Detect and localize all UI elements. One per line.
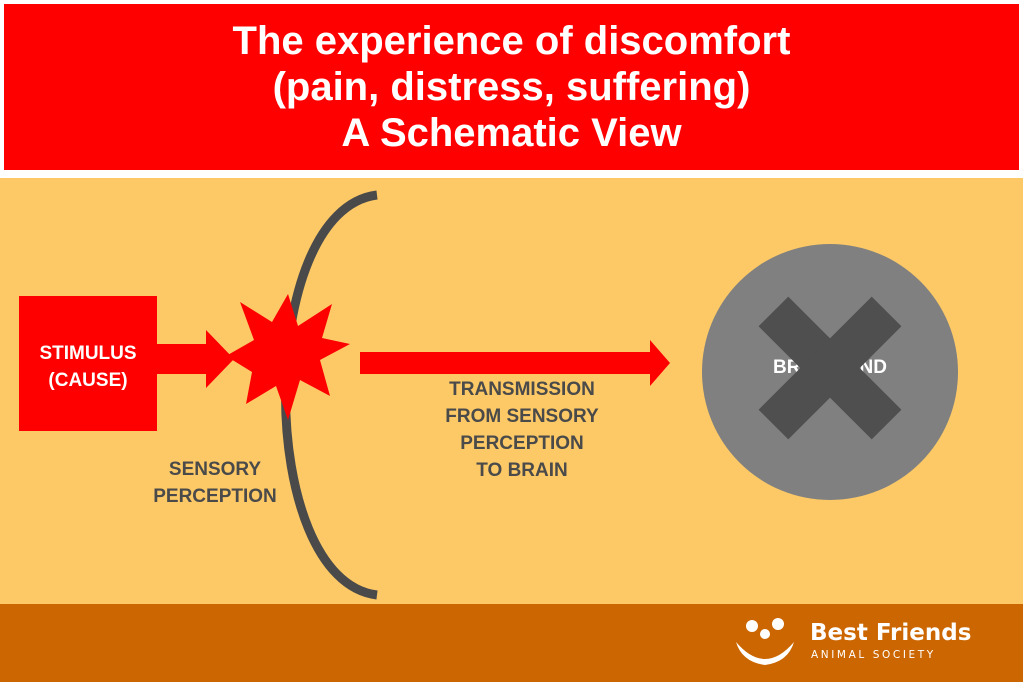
transmission-label-line-2: FROM SENSORY bbox=[445, 406, 599, 427]
transmission-label: TRANSMISSION FROM SENSORY PERCEPTION TO … bbox=[412, 376, 632, 484]
footer-bar bbox=[0, 604, 1023, 682]
sensory-label-line-1: SENSORY bbox=[168, 459, 262, 480]
title-banner: The experience of discomfort (pain, dist… bbox=[4, 4, 1019, 170]
stimulus-box bbox=[19, 296, 157, 431]
title-line-3: A Schematic View bbox=[341, 111, 682, 155]
paw-face-icon bbox=[736, 618, 794, 665]
best-friends-logo: Best Friends ANIMAL SOCIETY bbox=[728, 612, 972, 672]
stimulus-label: STIMULUS (CAUSE) bbox=[19, 340, 157, 394]
transmission-arrow bbox=[360, 340, 670, 386]
stimulus-arrow bbox=[157, 330, 234, 388]
title-line-1: The experience of discomfort bbox=[232, 19, 791, 63]
transmission-label-line-3: PERCEPTION bbox=[460, 433, 584, 454]
sensory-starburst bbox=[226, 294, 350, 420]
transmission-label-line-4: TO BRAIN bbox=[476, 460, 568, 481]
logo-name: Best Friends bbox=[810, 620, 972, 646]
sensory-label-line-2: PERCEPTION bbox=[153, 486, 277, 507]
cross-out-icon bbox=[758, 296, 902, 440]
sensory-perception-label: SENSORY PERCEPTION bbox=[135, 456, 295, 510]
title-line-2: (pain, distress, suffering) bbox=[272, 65, 751, 109]
stimulus-label-line-2: (CAUSE) bbox=[48, 370, 128, 391]
logo-subtitle: ANIMAL SOCIETY bbox=[811, 649, 936, 661]
transmission-label-line-1: TRANSMISSION bbox=[449, 379, 595, 400]
stimulus-label-line-1: STIMULUS bbox=[39, 343, 137, 364]
